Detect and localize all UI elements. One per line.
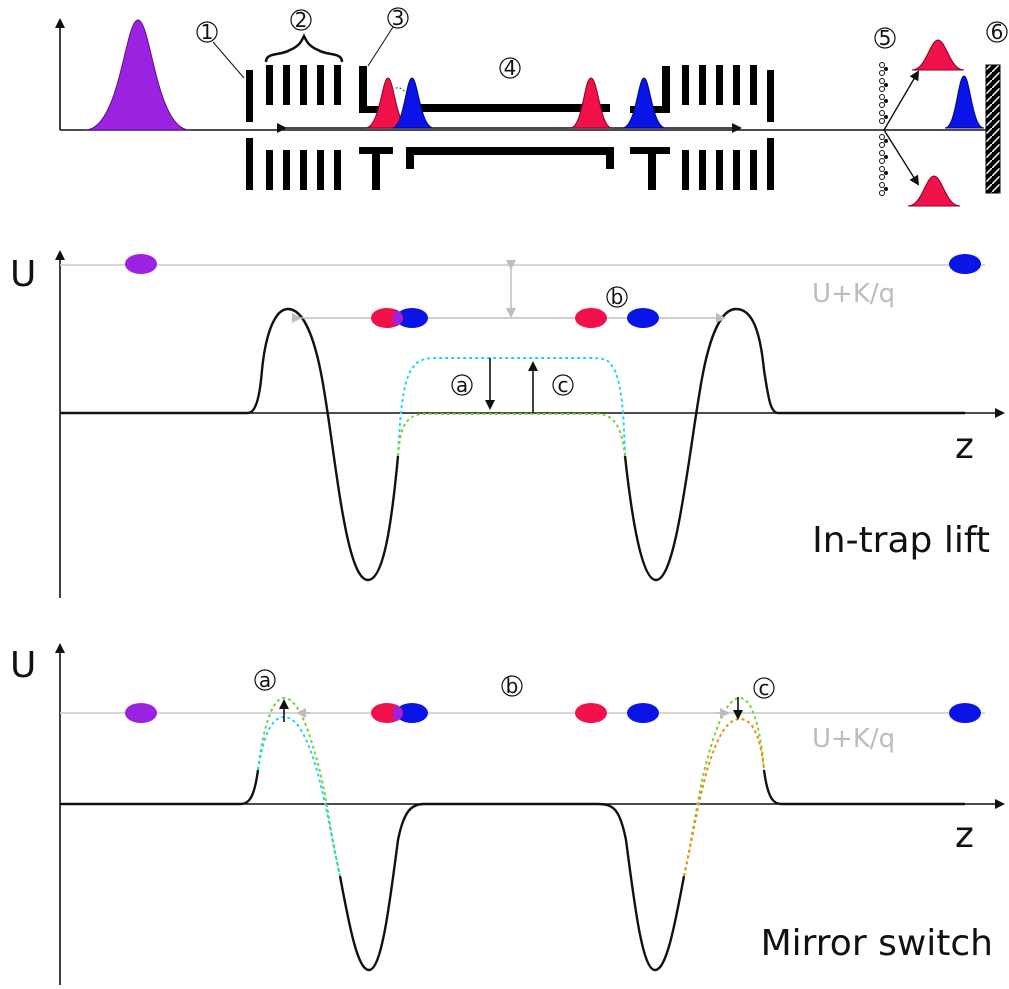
- drift-tube-upper: [410, 104, 610, 112]
- svg-text:a: a: [456, 373, 468, 397]
- potential-curve-top: [60, 307, 965, 582]
- energy-label-top: U+K/q: [812, 279, 895, 309]
- svg-text:c: c: [558, 373, 569, 397]
- brace-2: [264, 33, 344, 63]
- title-in-trap-lift: In-trap lift: [812, 520, 990, 561]
- step-b-top: b: [606, 285, 628, 309]
- electrode-exit-upper: [767, 70, 774, 122]
- svg-text:6: 6: [991, 20, 1004, 44]
- ion-red-right-top: [575, 308, 607, 328]
- ion-blue-exit-bottom: [949, 703, 981, 723]
- drift-tube-lower-right-lip: [606, 147, 614, 169]
- svg-text:b: b: [611, 285, 624, 309]
- svg-text:3: 3: [392, 6, 405, 30]
- mirror-left-lowered-cyan: [257, 715, 341, 877]
- lifted-potential-cyan: [397, 357, 626, 457]
- u-label-top: U: [10, 254, 36, 295]
- trap-schematic: 1 2 3 4 5 6: [55, 6, 1008, 207]
- ion-bunch-red-deflected-down: [907, 175, 961, 207]
- mirror-right-lowered-orange: [683, 717, 765, 877]
- mirror-left-raised-green: [257, 696, 341, 877]
- ion-bunch-blue-right: [621, 77, 667, 129]
- svg-text:c: c: [759, 676, 770, 700]
- panel-in-trap-lift: U z U+K/q a b: [10, 250, 1005, 598]
- title-mirror-switch: Mirror switch: [761, 923, 993, 964]
- base-potential-green: [397, 413, 626, 457]
- ion-blue-right-top: [627, 308, 659, 328]
- svg-text:5: 5: [879, 26, 892, 50]
- bunch-overlap-dots: [391, 87, 406, 93]
- step-a-top: a: [451, 373, 473, 397]
- ion-blue-right-bottom: [627, 703, 659, 723]
- energy-label-bottom: U+K/q: [812, 724, 895, 754]
- lift-electrode-left: [359, 66, 393, 190]
- step-c-bottom: c: [753, 676, 775, 700]
- deflector: [879, 62, 920, 196]
- svg-text:4: 4: [504, 56, 517, 80]
- drift-tube-lower-left-lip: [406, 147, 414, 169]
- ion-red-right-bottom: [575, 703, 607, 723]
- ion-bunch-purple: [84, 19, 191, 131]
- ion-purple-bottom: [125, 703, 157, 723]
- ion-bunch-red-right: [569, 77, 613, 129]
- svg-text:2: 2: [295, 8, 308, 32]
- electrode-1-upper: [246, 70, 253, 122]
- drift-tube-lower: [406, 147, 614, 155]
- step-b-bottom: b: [501, 674, 523, 698]
- marker-2: 2: [290, 8, 312, 32]
- electrode-exit-lower: [767, 138, 774, 190]
- svg-text:b: b: [506, 674, 519, 698]
- panel-mirror-switch: U z U+K/q a b: [10, 643, 1005, 985]
- svg-text:1: 1: [201, 20, 214, 44]
- ion-bunch-blue-detected: [944, 75, 985, 129]
- u-label-bottom: U: [10, 645, 36, 686]
- detector: [985, 64, 1001, 194]
- potential-curve-bottom: [60, 769, 965, 972]
- marker-1: 1: [196, 20, 245, 79]
- svg-text:a: a: [259, 668, 271, 692]
- step-c-top: c: [552, 373, 574, 397]
- mirror-electrodes-left: [266, 65, 341, 190]
- z-label-bottom: z: [955, 815, 974, 856]
- ion-overlap-top: [393, 310, 402, 326]
- ion-blue-exit-top: [949, 254, 981, 274]
- mirror-right-raised-green: [683, 696, 765, 877]
- ion-blue-left-bottom: [396, 703, 428, 723]
- step-a-bottom: a: [254, 668, 276, 692]
- ion-bunch-blue-left: [391, 77, 435, 129]
- ion-bunch-red-deflected-up: [911, 39, 965, 71]
- marker-6: 6: [986, 20, 1008, 44]
- z-label-top: z: [955, 426, 974, 467]
- ion-blue-left-top: [396, 308, 428, 328]
- mirror-electrodes-right: [682, 65, 757, 190]
- marker-4: 4: [499, 56, 521, 80]
- electrode-1-lower: [246, 138, 253, 190]
- marker-5: 5: [874, 26, 896, 50]
- ion-purple-top: [125, 254, 157, 274]
- marker-3: 3: [367, 6, 409, 67]
- ion-overlap-bottom: [393, 705, 402, 721]
